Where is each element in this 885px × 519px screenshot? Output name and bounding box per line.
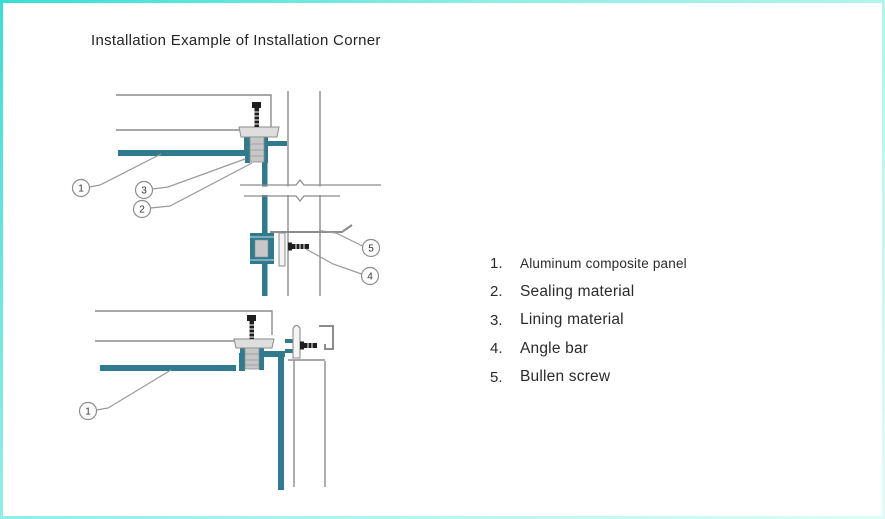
legend-label: Bullen screw	[520, 368, 611, 386]
angle-bar-bracket	[250, 224, 353, 267]
bolt-screw-icon	[247, 315, 256, 339]
corner-clamp	[238, 126, 280, 163]
upper-corner-detail: 1 3 2 5 4	[71, 91, 384, 296]
svg-text:1: 1	[78, 184, 84, 195]
svg-text:4: 4	[367, 272, 373, 283]
legend-item-3: 3. Lining material	[490, 306, 687, 335]
legend-number: 2.	[490, 283, 503, 301]
panel-outline	[95, 310, 273, 342]
legend-number: 5.	[490, 368, 503, 386]
horizontal-screw-icon	[300, 341, 317, 350]
legend-number: 1.	[490, 254, 503, 272]
legend-label: Aluminum composite panel	[520, 255, 687, 271]
callout-3: 3	[134, 180, 154, 200]
legend-item-2: 2. Sealing material	[490, 278, 687, 307]
page-title: Installation Example of Installation Cor…	[91, 32, 381, 49]
aluminum-composite-panel	[118, 136, 287, 296]
svg-text:2: 2	[139, 205, 145, 216]
callout-1-upper: 1	[71, 178, 91, 198]
callout-4: 4	[360, 266, 380, 286]
aluminum-composite-panel	[100, 339, 294, 490]
legend-label: Lining material	[520, 311, 624, 329]
horizontal-screw-icon	[288, 242, 309, 251]
bolt-screw-icon	[252, 102, 261, 127]
svg-text:5: 5	[368, 244, 374, 255]
page-canvas: Installation Example of Installation Cor…	[3, 3, 882, 516]
callout-2: 2	[132, 199, 152, 219]
legend-number: 4.	[490, 340, 503, 358]
wall-break-symbol	[239, 178, 384, 203]
installation-corner-diagram: 1 3 2 5 4	[71, 91, 384, 490]
corner-clamp	[233, 338, 275, 370]
svg-text:1: 1	[85, 407, 91, 418]
legend: 1. Aluminum composite panel 2. Sealing m…	[490, 249, 687, 392]
panel-outline	[116, 94, 272, 131]
legend-item-1: 1. Aluminum composite panel	[490, 249, 687, 278]
legend-item-4: 4. Angle bar	[490, 335, 687, 364]
svg-text:3: 3	[141, 186, 147, 197]
leader-lines	[89, 153, 363, 275]
wall-lines	[288, 359, 326, 487]
angle-bracket-icon	[319, 325, 334, 350]
callout-1-lower: 1	[78, 401, 98, 421]
wall-plate	[292, 324, 301, 359]
callout-5: 5	[361, 238, 381, 258]
legend-number: 3.	[490, 311, 503, 329]
legend-label: Angle bar	[520, 339, 589, 357]
leader-lines	[96, 369, 172, 411]
legend-label: Sealing material	[520, 282, 635, 300]
legend-item-5: 5. Bullen screw	[490, 363, 687, 392]
lower-corner-detail: 1	[78, 310, 334, 490]
